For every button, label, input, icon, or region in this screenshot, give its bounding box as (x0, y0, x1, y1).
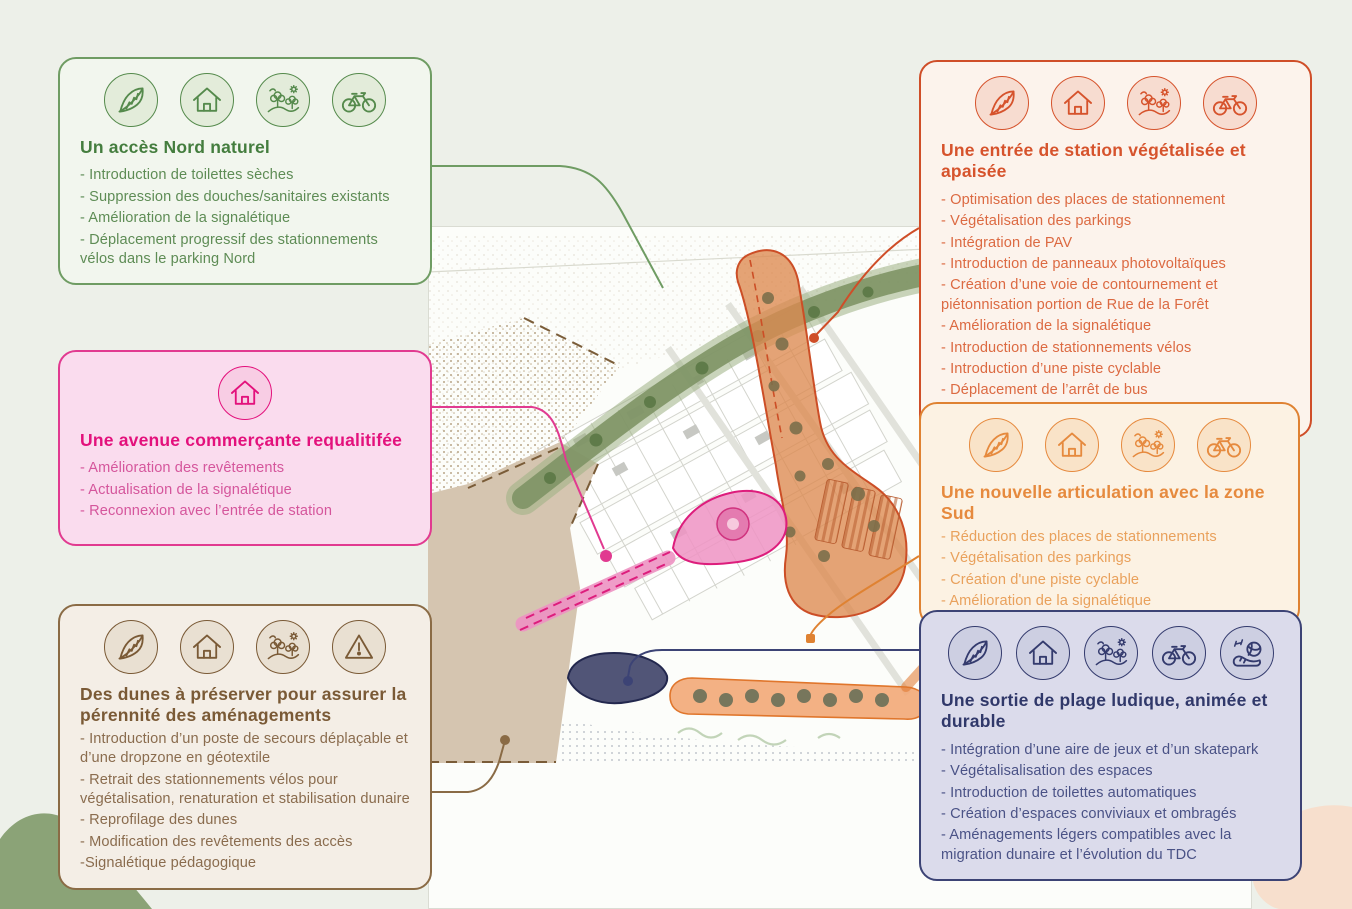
callout-title: Une entrée de station végétalisée et apa… (941, 140, 1246, 182)
leaf-icon (947, 626, 1002, 680)
list-item: - Modification des revêtements des accès (80, 833, 353, 850)
list-item: - Retrait des stationnements vélos pour … (80, 771, 410, 807)
list-item: - Optimisation des places de stationneme… (941, 191, 1226, 208)
callout-north-access: Un accès Nord naturel - Introduction de … (58, 57, 432, 286)
house-icon (1050, 76, 1105, 130)
warning-icon (332, 620, 386, 674)
callout-items: - Amélioration des revêtements - Actualis… (80, 459, 410, 521)
leaf-icon (968, 418, 1023, 472)
map-beach-marks (677, 727, 841, 746)
icon-row (80, 366, 410, 420)
landscape-icon (1083, 626, 1138, 680)
callout-items: - Intégration d’une aire de jeux et d’un… (941, 741, 1280, 865)
list-item: - Amélioration de la signalétique (941, 318, 1152, 335)
callout-items: - Optimisation des places de stationneme… (941, 191, 1290, 422)
landscape-icon (1126, 76, 1181, 130)
list-item: - Introduction d’une piste cyclable (941, 360, 1162, 377)
list-item: - Amélioration de la signalétique (80, 210, 291, 227)
map-zone-station-entrance (735, 249, 908, 618)
sports-icon (1219, 626, 1274, 680)
list-item: - Introduction de stationnements vélos (941, 339, 1192, 356)
callout-title: Une nouvelle articulation avec la zone S… (941, 482, 1265, 524)
icon-row (80, 620, 410, 674)
list-item: - Réduction des places de stationnements (941, 528, 1217, 545)
map-zone-beach-exit (566, 651, 669, 705)
list-item: - Aménagements légers compatibles avec l… (941, 827, 1232, 863)
house-icon (1044, 418, 1099, 472)
icon-row (80, 73, 410, 127)
list-item: - Création d’espaces conviviaux et ombra… (941, 805, 1237, 822)
bike-icon (1202, 76, 1257, 130)
map-zone-commercial-avenue (515, 490, 788, 632)
list-item: - Introduction d’un poste de secours dép… (80, 730, 408, 767)
list-item: - Amélioration des revêtements (80, 460, 285, 477)
list-item: - Introduction de toilettes automatiques (941, 784, 1197, 801)
map-sand-texture (428, 232, 1252, 476)
landscape-icon (256, 73, 310, 127)
leaf-icon (974, 76, 1029, 130)
list-item: - Déplacement progressif des stationneme… (80, 231, 378, 267)
house-icon (218, 366, 272, 420)
list-item: - Suppression des douches/sanitaires exi… (80, 188, 390, 205)
callout-commercial-avenue: Une avenue commerçante requalitifée - Am… (58, 350, 432, 546)
landscape-icon (1120, 418, 1175, 472)
callout-title: Des dunes à préserver pour assurer la pé… (80, 684, 407, 726)
callout-title: Une avenue commerçante requalitifée (80, 430, 403, 450)
icon-row (941, 76, 1290, 130)
callout-items: - Introduction de toilettes sèches - Supp… (80, 166, 410, 269)
callout-items: - Réduction des places de stationnements… (941, 528, 1278, 612)
list-item: -Signalétique pédagogique (80, 855, 257, 872)
callout-south-zone: Une nouvelle articulation avec la zone S… (919, 402, 1300, 628)
bike-icon (1196, 418, 1251, 472)
bike-icon (1151, 626, 1206, 680)
house-icon (180, 620, 234, 674)
list-item: - Végétalisalisation des espaces (941, 763, 1153, 780)
icon-row (941, 626, 1280, 680)
bike-icon (332, 73, 386, 127)
list-item: - Végétalisation des parkings (941, 213, 1132, 230)
list-item: - Végétalisation des parkings (941, 550, 1132, 567)
callout-dunes: Des dunes à préserver pour assurer la pé… (58, 604, 432, 890)
list-item: - Introduction de panneaux photovoltaïqu… (941, 255, 1226, 272)
list-item: - Amélioration de la signalétique (941, 592, 1152, 609)
list-item: - Intégration d’une aire de jeux et d’un… (941, 741, 1259, 758)
callout-title: Un accès Nord naturel (80, 137, 270, 157)
callout-beach-exit: Une sortie de plage ludique, animée et d… (919, 610, 1302, 882)
callout-title: Une sortie de plage ludique, animée et d… (941, 690, 1268, 732)
callout-items: - Introduction d’un poste de secours dép… (80, 730, 410, 874)
list-item: - Création d’une voie de contournement e… (941, 277, 1218, 313)
list-item: - Intégration de PAV (941, 234, 1073, 251)
list-item: - Déplacement de l’arrêt de bus (941, 382, 1148, 399)
list-item: - Reprofilage des dunes (80, 812, 238, 829)
house-icon (180, 73, 234, 127)
callout-station-entrance: Une entrée de station végétalisée et apa… (919, 60, 1312, 439)
icon-row (941, 418, 1278, 472)
list-item: - Reconnexion avec l’entrée de station (80, 503, 333, 520)
list-item: - Actualisation de la signalétique (80, 481, 292, 498)
leaf-icon (104, 620, 158, 674)
list-item: - Introduction de toilettes sèches (80, 167, 294, 184)
landscape-icon (256, 620, 310, 674)
list-item: - Création d'une piste cyclable (941, 571, 1140, 588)
house-icon (1015, 626, 1070, 680)
map-zone-south-strip (669, 609, 957, 720)
leaf-icon (104, 73, 158, 127)
